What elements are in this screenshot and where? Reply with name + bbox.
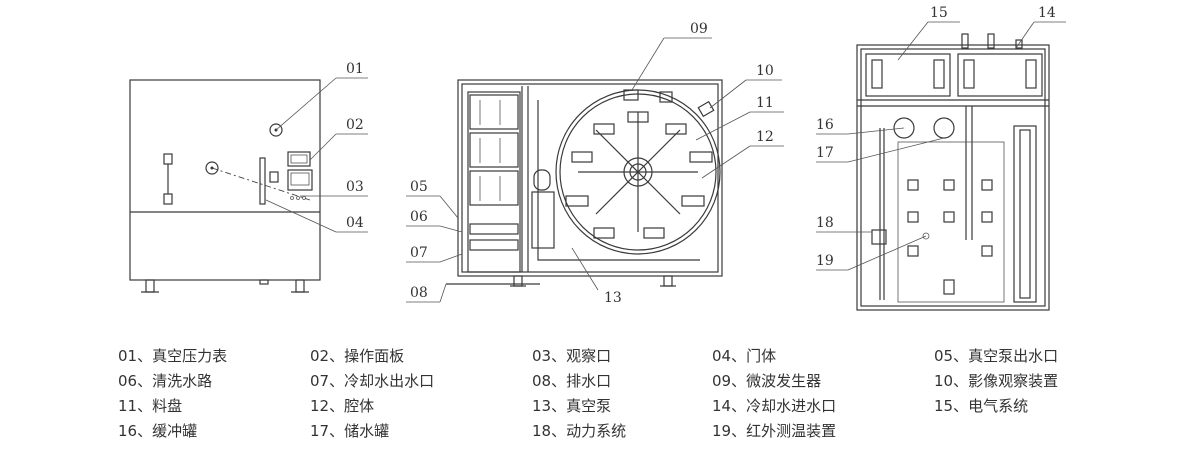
legend-column-2: 02、操作面板 07、冷却水出水口 12、腔体 17、储水罐 (310, 344, 434, 444)
callout-17: 17 (816, 145, 834, 161)
legend-item: 03、观察口 (532, 347, 612, 365)
callout-10: 10 (756, 63, 774, 79)
legend-column-3: 03、观察口 08、排水口 13、真空泵 18、动力系统 (532, 344, 626, 444)
legend-item: 07、冷却水出水口 (310, 372, 435, 390)
legend-item: 01、真空压力表 (118, 347, 228, 365)
callout-09: 09 (690, 21, 708, 37)
legend-item: 02、操作面板 (310, 347, 405, 365)
rear-view (856, 33, 1050, 311)
callout-18: 18 (816, 215, 834, 231)
callout-07: 07 (410, 245, 428, 261)
callout-numbers: 01 02 03 04 05 06 07 08 09 10 11 12 13 1… (346, 5, 1056, 306)
legend-item: 18、动力系统 (532, 422, 627, 440)
legend-item: 11、料盘 (118, 397, 183, 415)
callout-16: 16 (816, 117, 834, 133)
side-section-view (446, 79, 723, 287)
parts-legend: 01、真空压力表 06、清洗水路 11、料盘 16、缓冲罐 02、操作面板 07… (118, 344, 1178, 444)
callout-13: 13 (604, 290, 622, 306)
legend-item: 15、电气系统 (934, 397, 1029, 415)
callout-08: 08 (410, 285, 428, 301)
legend-item: 13、真空泵 (532, 397, 612, 415)
legend-item: 05、真空泵出水口 (934, 347, 1059, 365)
callout-11: 11 (756, 95, 774, 111)
legend-item: 10、影像观察装置 (934, 372, 1059, 390)
callout-12: 12 (756, 129, 774, 145)
callout-05: 05 (410, 179, 428, 195)
legend-item: 19、红外测温装置 (712, 422, 837, 440)
legend-item: 08、排水口 (532, 372, 612, 390)
legend-column-5: 05、真空泵出水口 10、影像观察装置 15、电气系统 (934, 344, 1058, 419)
legend-item: 16、缓冲罐 (118, 422, 198, 440)
equipment-drawing: 01 02 03 04 05 06 07 08 09 10 11 12 13 1… (129, 5, 1066, 311)
legend-column-4: 04、门体 09、微波发生器 14、冷却水进水口 19、红外测温装置 (712, 344, 836, 444)
callout-04: 04 (346, 215, 364, 231)
callout-15: 15 (930, 5, 948, 21)
leader-lines (211, 21, 1066, 303)
legend-item: 04、门体 (712, 347, 777, 365)
callout-03: 03 (346, 179, 364, 195)
legend-item: 17、储水罐 (310, 422, 390, 440)
callout-06: 06 (410, 209, 428, 225)
legend-item: 14、冷却水进水口 (712, 397, 837, 415)
legend-item: 12、腔体 (310, 397, 375, 415)
callout-14: 14 (1038, 5, 1056, 21)
callout-02: 02 (346, 117, 364, 133)
legend-column-1: 01、真空压力表 06、清洗水路 11、料盘 16、缓冲罐 (118, 344, 227, 444)
legend-item: 06、清洗水路 (118, 372, 213, 390)
legend-item: 09、微波发生器 (712, 372, 822, 390)
front-view (129, 79, 321, 293)
callout-01: 01 (346, 61, 364, 77)
callout-19: 19 (816, 253, 834, 269)
